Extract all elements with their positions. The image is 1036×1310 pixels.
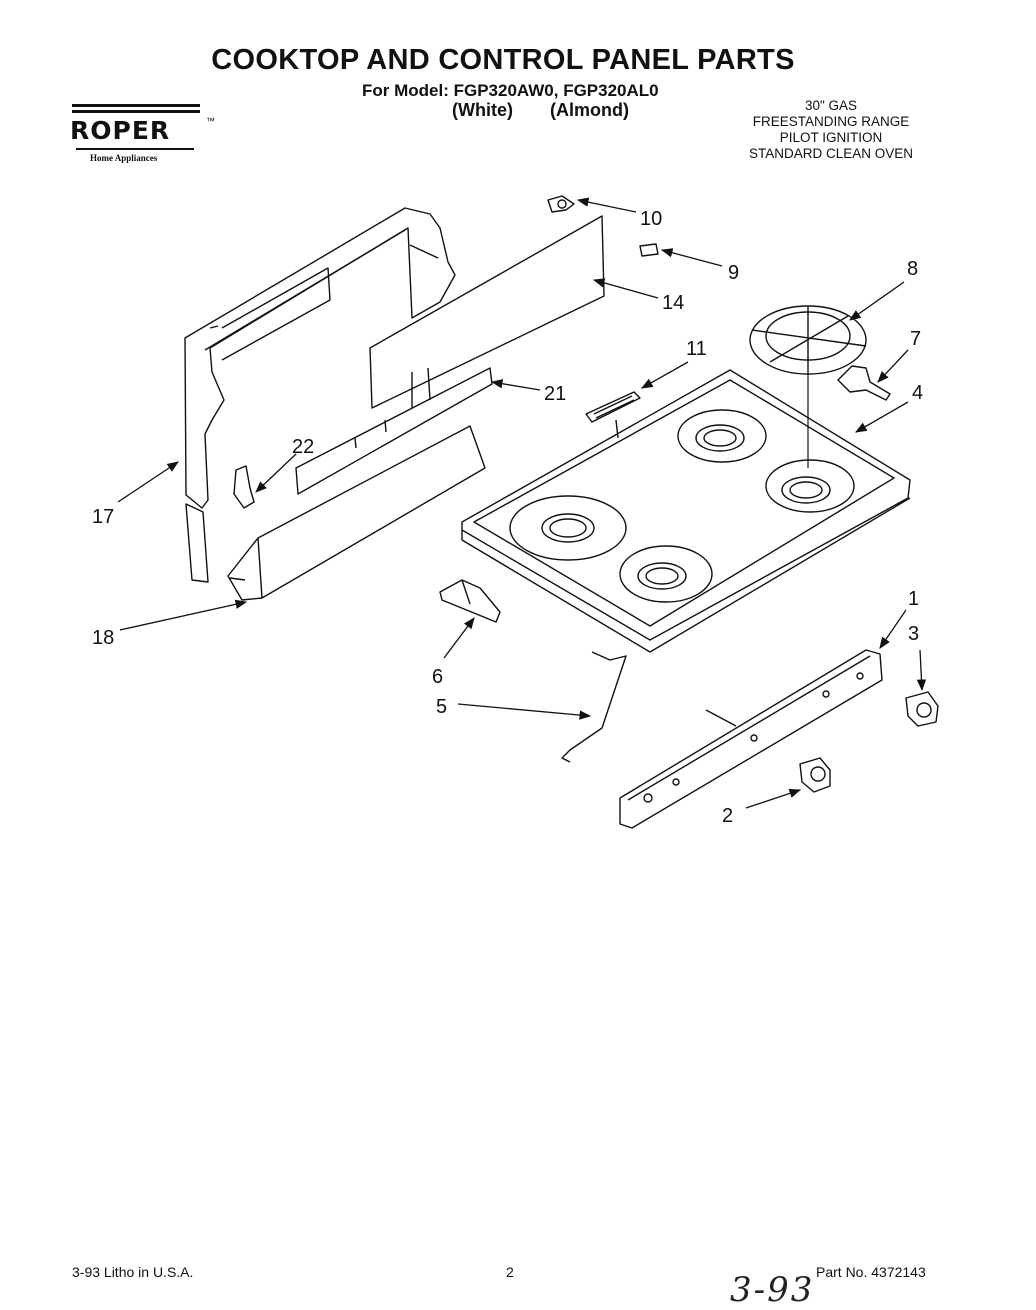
logo-trademark: ™ <box>206 116 215 126</box>
wing-nut <box>547 195 575 213</box>
color-almond-label: (Almond) <box>550 100 629 120</box>
front-frame-rail <box>227 425 486 601</box>
wire-rod <box>561 651 627 763</box>
logo-stripe <box>72 110 200 113</box>
callout-1: 1 <box>908 588 919 610</box>
footer-litho: 3-93 Litho in U.S.A. <box>72 1264 194 1280</box>
page-title: COOKTOP AND CONTROL PANEL PARTS <box>211 44 795 76</box>
spec-line-1: 30" GAS <box>804 98 858 113</box>
callout-8: 8 <box>907 258 918 280</box>
callout-14: 14 <box>662 292 684 314</box>
logo-subtitle: Home Appliances <box>90 153 158 163</box>
callout-7: 7 <box>910 328 921 350</box>
callout-21: 21 <box>544 383 566 405</box>
footer-page-number: 2 <box>506 1264 514 1280</box>
panel-strip <box>369 215 605 409</box>
handwritten-date: 3-93 <box>730 1270 815 1310</box>
callout-18: 18 <box>92 627 114 649</box>
footer-part-number: Part No. 4372143 <box>816 1264 926 1280</box>
spec-line-2: FREESTANDING RANGE <box>752 114 910 129</box>
cooktop <box>461 369 911 653</box>
burner-knob-rear <box>905 691 939 727</box>
callout-22: 22 <box>292 436 314 458</box>
logo-brand: ROPER <box>70 116 171 145</box>
callout-17: 17 <box>92 506 114 528</box>
clip-part <box>233 465 255 509</box>
callout-4: 4 <box>912 382 923 404</box>
burner-grate <box>749 305 867 468</box>
color-white-label: (White) <box>452 100 513 120</box>
spec-line-3: PILOT IGNITION <box>779 130 883 145</box>
burner-bracket <box>439 579 501 623</box>
model-line: For Model: FGP320AW0, FGP320AL0 <box>362 81 659 100</box>
callout-3: 3 <box>908 623 919 645</box>
callout-5: 5 <box>436 696 447 718</box>
callout-11: 11 <box>686 338 707 360</box>
callout-10: 10 <box>640 208 662 230</box>
callout-9: 9 <box>728 262 739 284</box>
pilot-burner <box>585 391 641 439</box>
logo-underline <box>76 148 194 150</box>
callout-2: 2 <box>722 805 733 827</box>
control-panel-manifold <box>619 649 883 829</box>
backguard-frame <box>184 207 456 583</box>
screw <box>639 243 659 257</box>
callout-6: 6 <box>432 666 443 688</box>
roper-logo: ROPER ™ Home Appliances <box>68 104 218 168</box>
logo-stripe <box>72 104 200 107</box>
trim-strip <box>295 367 493 495</box>
pilot-bracket <box>837 365 891 401</box>
burner-knob-front <box>799 757 831 793</box>
spec-line-4: STANDARD CLEAN OVEN <box>748 146 914 161</box>
